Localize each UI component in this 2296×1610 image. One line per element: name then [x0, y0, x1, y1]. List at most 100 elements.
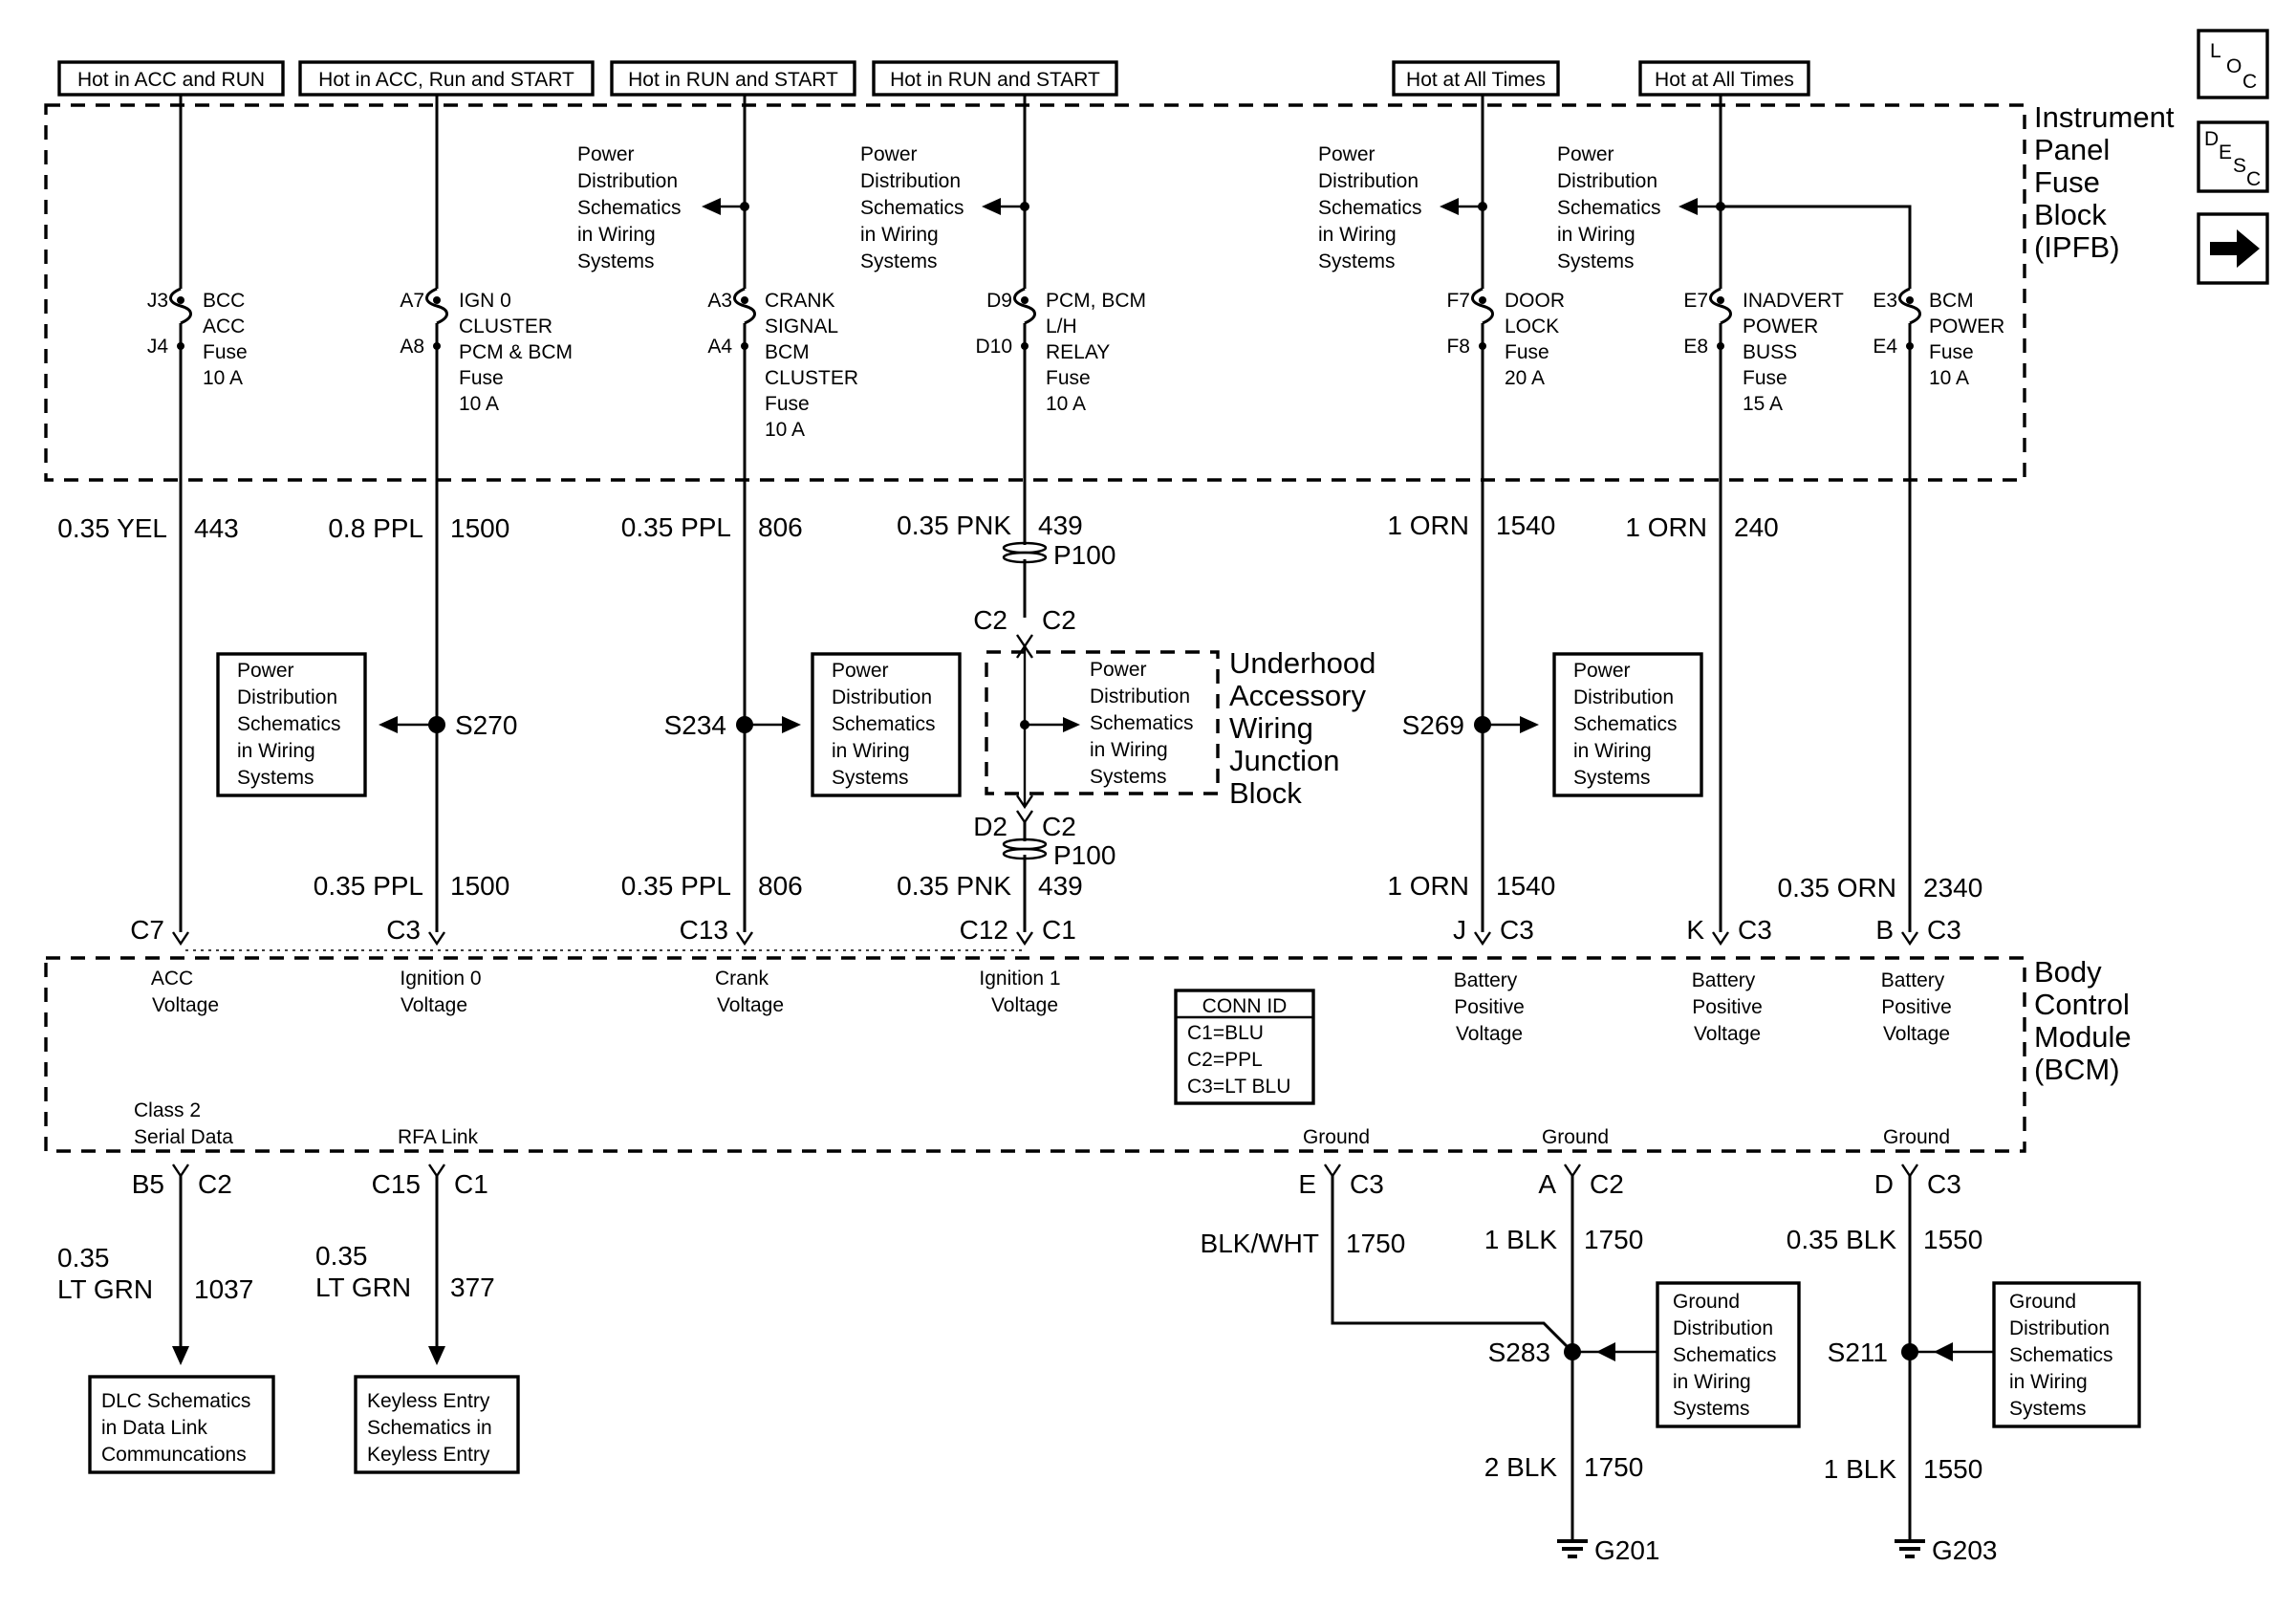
svg-text:Voltage: Voltage [1883, 1023, 1950, 1045]
svg-text:Ground: Ground [1303, 1126, 1370, 1148]
desc-letter: C [2246, 168, 2261, 190]
fuse-label: L/H [1046, 315, 1077, 337]
ipfb-box [44, 103, 2026, 482]
svg-text:Voltage: Voltage [1456, 1023, 1523, 1045]
svg-text:Communcations: Communcations [101, 1444, 247, 1466]
wire-color: 0.35 ORN [1778, 873, 1897, 903]
svg-text:in Wiring: in Wiring [1318, 224, 1397, 246]
svg-text:C1=BLU: C1=BLU [1187, 1022, 1264, 1044]
fuse-label: POWER [1743, 315, 1818, 337]
svg-text:1750: 1750 [1584, 1452, 1643, 1482]
svg-text:Schematics: Schematics [1318, 197, 1422, 219]
svg-text:Voltage: Voltage [717, 994, 784, 1016]
uajb-box [985, 650, 1220, 795]
svg-text:Voltage: Voltage [401, 994, 467, 1016]
connector-pin: C2 [973, 605, 1007, 635]
wire-color: 0.35 PPL [621, 512, 731, 542]
fuse-label: 20 A [1505, 367, 1545, 389]
fuse-pin: A3 [707, 290, 732, 312]
bcm-output-connectors: B5 C2 C15 C1 [132, 1164, 488, 1199]
svg-text:Distribution: Distribution [1090, 685, 1190, 707]
svg-text:in Wiring: in Wiring [1090, 739, 1168, 761]
svg-text:S211: S211 [1828, 1338, 1888, 1367]
wire-circuit: 1540 [1496, 511, 1555, 540]
bcm-input-connectors: C7 C3 C13 C12 C1 J C3 K C3 B C3 [130, 915, 1961, 946]
fuse-label: CLUSTER [459, 315, 552, 337]
svg-text:in Wiring: in Wiring [237, 740, 315, 762]
bcm-pin: J [1453, 915, 1466, 945]
power-source-label: Hot in RUN and START [628, 69, 838, 91]
wire-circuit: 439 [1038, 511, 1083, 540]
wire-circuit: 240 [1734, 512, 1779, 542]
svg-text:Schematics: Schematics [1673, 1344, 1777, 1366]
svg-text:in Wiring: in Wiring [1673, 1371, 1751, 1393]
fuse-label: BCM [765, 341, 810, 363]
wire-color: 1 ORN [1387, 871, 1469, 901]
ground-g201: G201 [1557, 1535, 1660, 1565]
bcm-ground-labels: Ground Ground Ground E C3 A C2 D C3 [1298, 1126, 1960, 1199]
connector-pin: C2 [1042, 605, 1076, 635]
fuse-label: 10 A [1929, 367, 1969, 389]
svg-text:LT GRN: LT GRN [315, 1273, 411, 1302]
loc-letter: C [2242, 71, 2257, 93]
svg-text:S234: S234 [664, 710, 726, 740]
svg-text:Body: Body [2034, 955, 2102, 989]
fuse-pin: E4 [1873, 336, 1897, 358]
ipfb-power-distribution-refs: Power Distribution Schematics in Wiring … [577, 143, 1725, 272]
fuse-label: Fuse [765, 393, 810, 415]
svg-text:Systems: Systems [860, 250, 938, 272]
svg-text:Power: Power [860, 143, 918, 165]
fuse-label: DOOR [1505, 290, 1565, 312]
svg-text:Control: Control [2034, 988, 2130, 1021]
fuse-pin: F8 [1446, 336, 1470, 358]
fuse-label: BCC [203, 290, 245, 312]
wire-circuit: 1540 [1496, 871, 1555, 901]
bcm-conn: C3 [1738, 915, 1772, 945]
svg-text:in Wiring: in Wiring [2009, 1371, 2088, 1393]
svg-text:S269: S269 [1402, 710, 1464, 740]
svg-text:P100: P100 [1053, 840, 1116, 870]
fuse-label: Fuse [1505, 341, 1549, 363]
fuse-label: ACC [203, 315, 245, 337]
svg-text:Junction: Junction [1229, 744, 1339, 777]
svg-text:C2=PPL: C2=PPL [1187, 1049, 1263, 1071]
next-page-button[interactable] [2197, 212, 2269, 285]
desc-button[interactable]: D E S C [2197, 120, 2269, 193]
svg-text:Battery: Battery [1454, 969, 1518, 991]
fuse-pin: J4 [147, 336, 169, 358]
svg-text:Power: Power [577, 143, 635, 165]
wire-circuit: 806 [758, 871, 803, 901]
svg-text:Distribution: Distribution [1557, 170, 1657, 192]
svg-text:Voltage: Voltage [991, 994, 1058, 1016]
svg-text:Schematics: Schematics [1557, 197, 1661, 219]
svg-text:Instrument: Instrument [2034, 100, 2175, 134]
svg-text:1 BLK: 1 BLK [1824, 1454, 1897, 1484]
svg-text:Ground: Ground [1673, 1291, 1740, 1313]
svg-text:Distribution: Distribution [860, 170, 961, 192]
wire-color: 0.35 PNK [897, 511, 1011, 540]
svg-text:Systems: Systems [1318, 250, 1396, 272]
svg-text:ACC: ACC [151, 968, 193, 990]
svg-text:LT GRN: LT GRN [57, 1274, 153, 1304]
svg-text:Voltage: Voltage [1694, 1023, 1761, 1045]
bcm-box [44, 956, 2026, 1153]
svg-text:C1: C1 [454, 1169, 488, 1199]
svg-text:Systems: Systems [1557, 250, 1635, 272]
fuse-label: Fuse [203, 341, 248, 363]
svg-text:Distribution: Distribution [2009, 1317, 2110, 1339]
bcm-pin: K [1686, 915, 1704, 945]
svg-text:in Wiring: in Wiring [832, 740, 910, 762]
fuse-label: CLUSTER [765, 367, 858, 389]
loc-button[interactable]: L O C [2197, 29, 2269, 99]
right-arrow-icon [2210, 229, 2260, 268]
svg-text:S283: S283 [1488, 1338, 1550, 1367]
svg-text:Distribution: Distribution [1673, 1317, 1773, 1339]
bcm-conn: C3 [1927, 915, 1961, 945]
wire-circuit: 439 [1038, 871, 1083, 901]
svg-text:Schematics in: Schematics in [367, 1417, 492, 1439]
ground-wire-lower-labels: 2 BLK 1750 1 BLK 1550 [1484, 1452, 1983, 1484]
svg-text:Schematics: Schematics [1573, 713, 1678, 735]
loc-letter: L [2210, 40, 2221, 62]
wire-color: 0.35 PNK [897, 871, 1011, 901]
